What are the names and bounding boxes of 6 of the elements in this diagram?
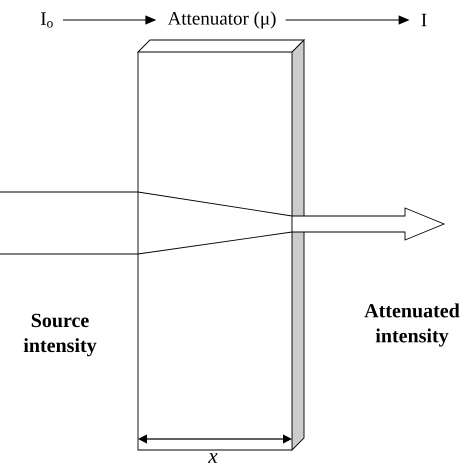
dimension-label: x: [208, 453, 218, 463]
text-label: Attenuated intensity: [364, 303, 460, 347]
formula-label: I: [422, 14, 426, 26]
text-label: Source intensity: [24, 314, 96, 356]
formula-label: I$_{o}$: [40, 12, 53, 28]
formula-label: Attenuator (μ): [168, 11, 276, 29]
